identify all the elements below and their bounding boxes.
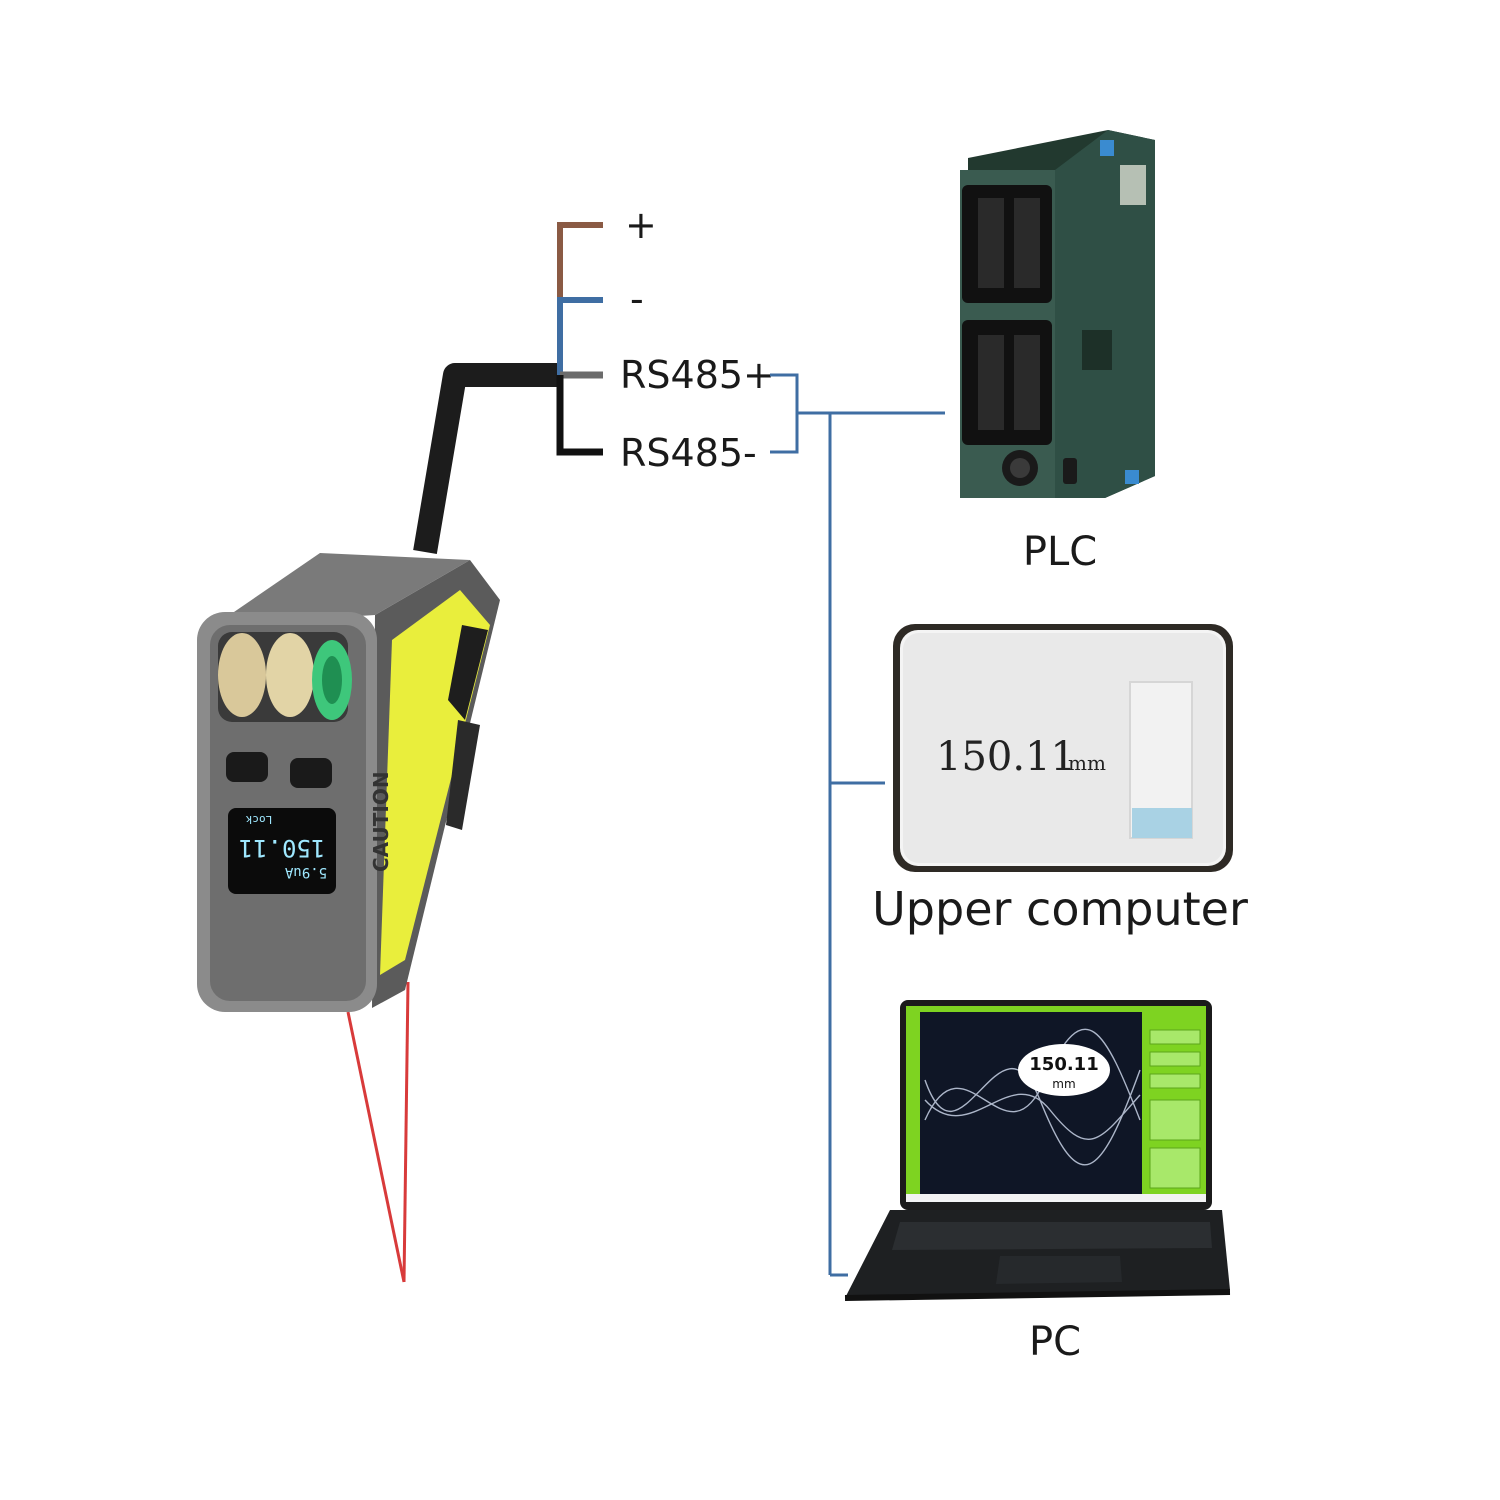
upper-computer-reading: 150.11	[936, 734, 1076, 780]
label-negative: -	[630, 277, 644, 321]
lens-left	[218, 633, 266, 717]
laser-warning-icon	[448, 625, 488, 720]
upper-computer-unit: mm	[1068, 751, 1106, 775]
sensor-button-right[interactable]	[290, 758, 332, 788]
label-positive: +	[625, 203, 657, 247]
upper-computer-label: Upper computer	[872, 882, 1248, 936]
wire-terminals	[556, 222, 603, 456]
lens-middle	[266, 633, 314, 717]
laser-beams	[346, 981, 410, 1283]
pc-device: 150.11 mm	[844, 1000, 1231, 1301]
pc-taskbar	[906, 1194, 1206, 1202]
laser-sensor: 150.11 5.9uA Lock CAUTION	[197, 553, 500, 1012]
pc-label: PC	[1029, 1319, 1081, 1365]
pc-reading: 150.11	[1029, 1054, 1098, 1075]
sensor-display-value: 150.11	[239, 834, 326, 862]
sensor-button-left[interactable]	[226, 752, 268, 782]
sensor-cable	[413, 363, 560, 555]
caution-text: CAUTION	[369, 771, 393, 872]
level-bar-fill	[1132, 808, 1192, 838]
sensor-display-secondary: 5.9uA	[284, 864, 327, 880]
label-rs485-minus: RS485-	[620, 431, 757, 475]
sensor-display-status: Lock	[245, 813, 272, 826]
rs485-bus	[770, 373, 945, 1277]
plc-label: PLC	[1023, 529, 1097, 575]
plc-device	[960, 130, 1155, 498]
sensor-display	[228, 808, 336, 894]
pc-reading-bubble	[1018, 1044, 1110, 1096]
label-rs485-plus: RS485+	[620, 353, 775, 397]
upper-computer-device: 150.11 mm	[893, 624, 1233, 872]
pc-unit: mm	[1052, 1077, 1075, 1091]
